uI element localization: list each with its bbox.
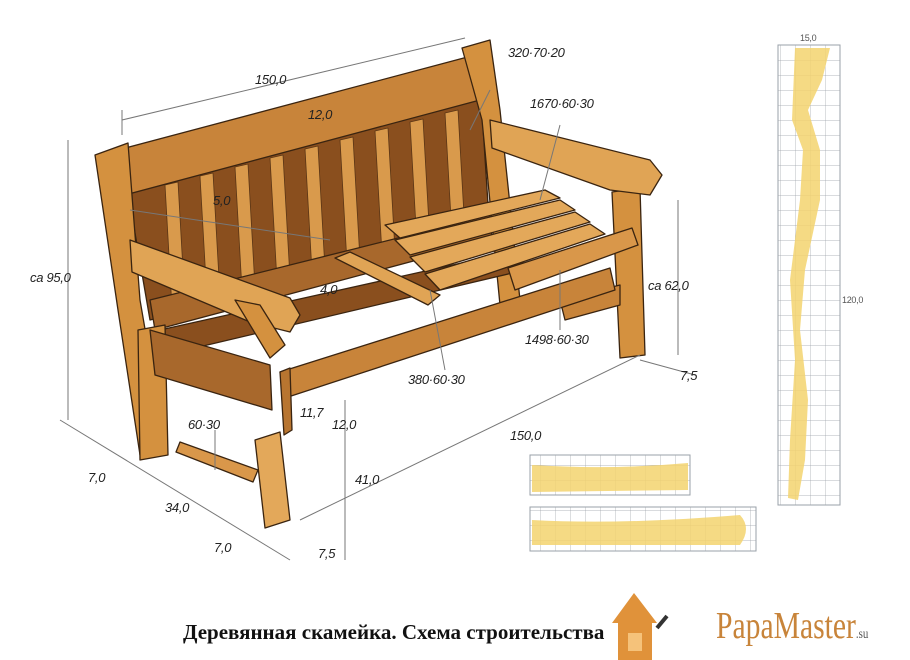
dim-seat-slat-section: 1670·60·30 xyxy=(530,96,594,111)
dim-template-width: 15,0 xyxy=(800,33,817,43)
dim-back-rail-section: 320·70·20 xyxy=(508,45,565,60)
house-icon xyxy=(612,593,669,660)
back-slats xyxy=(164,109,466,309)
seat-slats xyxy=(384,189,639,291)
exploded-leg xyxy=(254,431,291,529)
logo-text: PapaMaster.su xyxy=(716,604,868,648)
right-armrest xyxy=(489,119,663,196)
dim-tenon-b: 12,0 xyxy=(332,417,357,432)
dim-back-rail-height: 12,0 xyxy=(308,107,333,122)
right-front-leg xyxy=(611,187,646,359)
dim-front-rail-section: 1498·60·30 xyxy=(525,332,589,347)
dimension-lines xyxy=(59,37,696,561)
dim-depth: 34,0 xyxy=(165,500,190,515)
dim-leg-width-2: 7,0 xyxy=(214,540,232,555)
diagram-caption: Деревянная скамейка. Схема строительства xyxy=(183,620,605,644)
dim-cross-bar-section: 380·60·30 xyxy=(408,372,465,387)
seat-template-short xyxy=(529,454,691,496)
left-side-rail xyxy=(149,329,273,411)
dim-arm-height: ca 62,0 xyxy=(648,278,689,293)
stretcher xyxy=(175,441,259,483)
dim-stretcher-section: 60·30 xyxy=(188,417,220,432)
dim-template-height: 120,0 xyxy=(842,295,864,305)
papamaster-logo xyxy=(612,588,910,660)
dim-slat-gap: 5,0 xyxy=(213,193,231,208)
left-arm-support xyxy=(234,299,286,359)
dim-overall-height: ca 95,0 xyxy=(30,270,71,285)
dim-base-length: 150,0 xyxy=(510,428,542,443)
cross-bar xyxy=(334,251,441,306)
armrest-template-vertical xyxy=(777,44,841,506)
dim-tenon-a: 11,7 xyxy=(300,405,324,420)
dim-seat-height: 41,0 xyxy=(355,472,380,487)
dim-rear-offset: 7,5 xyxy=(680,368,698,383)
seat-template-long xyxy=(529,506,757,552)
dim-seat-offset: 4,0 xyxy=(320,282,338,297)
dim-leg-depth: 7,5 xyxy=(318,546,336,561)
logo-suffix: .su xyxy=(855,627,869,642)
dim-leg-width: 7,0 xyxy=(88,470,106,485)
logo-name: PapaMaster xyxy=(716,605,856,647)
dim-back-length: 150,0 xyxy=(255,72,287,87)
